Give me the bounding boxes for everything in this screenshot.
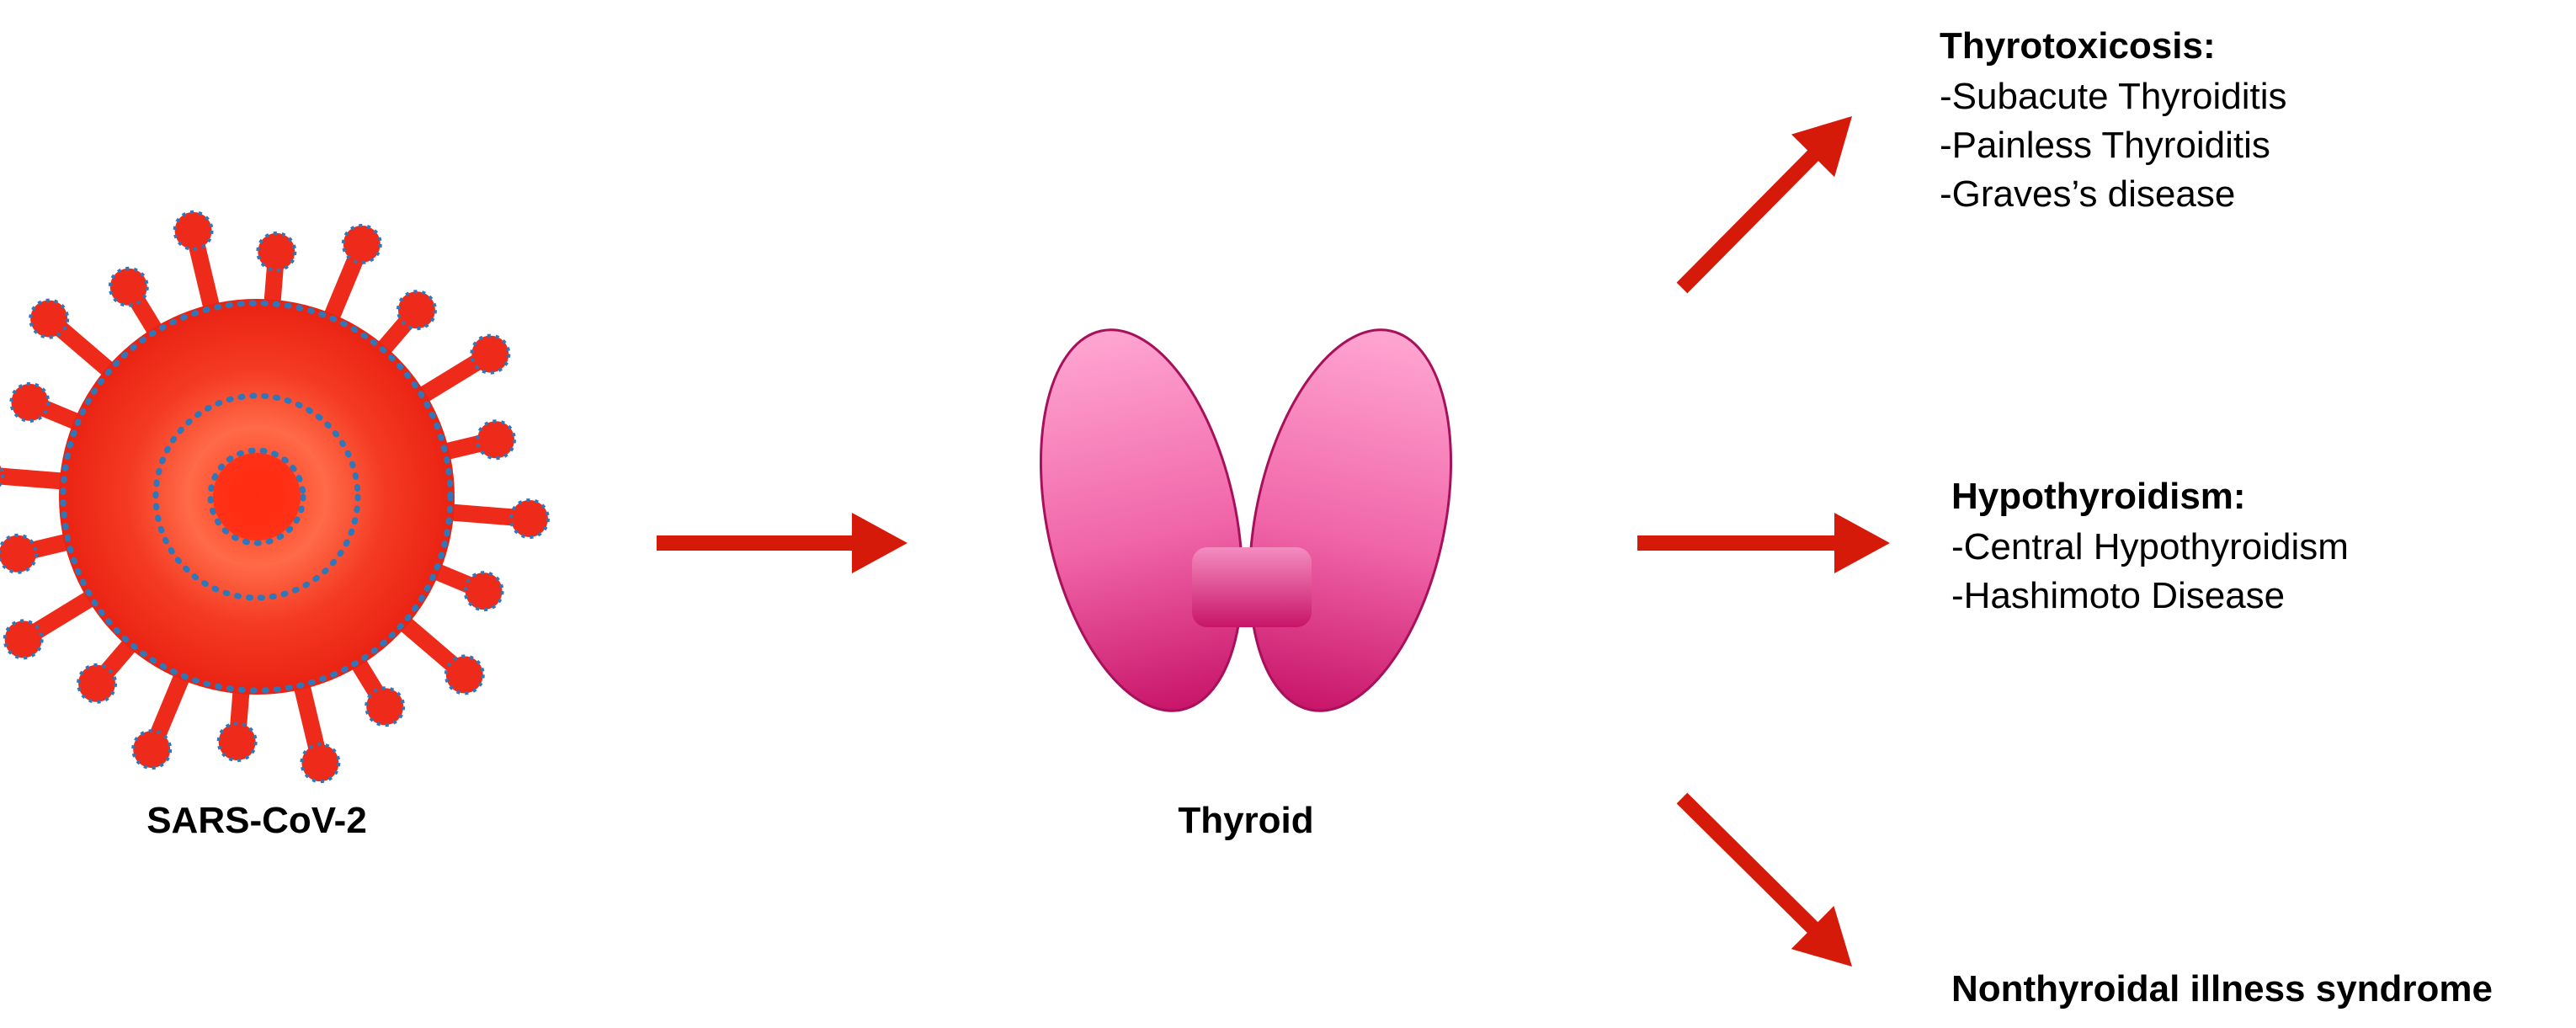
arrow-head xyxy=(852,513,907,573)
virus-spike-head xyxy=(256,231,297,272)
outcome-item: -Painless Thyroiditis xyxy=(1940,125,2270,166)
thyroid-gland-icon xyxy=(1039,328,1453,712)
virus-spike-head xyxy=(365,686,406,727)
outcome-item: -Graves’s disease xyxy=(1940,173,2236,215)
virus-spike-head xyxy=(508,498,550,539)
virus-spike-head xyxy=(77,663,118,704)
arrow-head xyxy=(1834,513,1890,573)
arrow-to-hypothyroidism xyxy=(1637,513,1890,573)
virus-caption: SARS-CoV-2 xyxy=(146,800,367,841)
sars-cov-2-virus-icon xyxy=(0,210,550,784)
virus-spike-head xyxy=(0,533,38,574)
virus-rna-rings xyxy=(60,300,454,694)
outcome-thyrotoxicosis: Thyrotoxicosis: -Subacute Thyroiditis -P… xyxy=(1940,25,2287,219)
virus-spike-head xyxy=(463,571,504,612)
virus-spike-head xyxy=(173,210,214,251)
virus-spike-head xyxy=(3,619,44,660)
virus-dotted-ring xyxy=(152,392,361,601)
virus-spike-head xyxy=(108,266,149,307)
outcome-item: -Central Hypothyroidism xyxy=(1951,526,2349,567)
outcome-nonthyroidal-illness: Nonthyroidal illness syndrome xyxy=(1951,968,2493,1015)
virus-spike-head xyxy=(341,223,382,264)
virus-spike-head xyxy=(131,729,173,770)
thyroid-caption: Thyroid xyxy=(1178,800,1314,841)
thyroid-left-lobe xyxy=(1039,328,1244,712)
outcome-hypothyroidism: Hypothyroidism: -Central Hypothyroidism … xyxy=(1951,476,2349,621)
thyroid-right-lobe xyxy=(1248,328,1453,712)
arrow-head xyxy=(1791,905,1852,967)
virus-spike-head xyxy=(216,722,258,763)
outcome-item: -Hashimoto Disease xyxy=(1951,575,2286,616)
virus-dotted-ring xyxy=(60,300,454,694)
virus-spike-head xyxy=(470,333,511,375)
virus-core xyxy=(213,453,301,541)
virus-spike-head xyxy=(396,290,437,331)
outcome-title: Nonthyroidal illness syndrome xyxy=(1951,968,2494,1009)
virus-spike-head xyxy=(444,654,485,695)
thyroid-isthmus xyxy=(1192,547,1312,627)
virus-spike-head xyxy=(476,419,517,461)
outcome-item: -Subacute Thyroiditis xyxy=(1940,76,2287,117)
virus-dotted-ring xyxy=(207,447,306,546)
virus-spike-head xyxy=(0,462,5,487)
arrow-head xyxy=(1791,116,1852,178)
arrow-to-nonthyroidal-illness xyxy=(1676,792,1852,967)
arrow-shaft xyxy=(1676,792,1821,935)
arrow-to-thyrotoxicosis xyxy=(1676,116,1852,294)
virus-spike-head xyxy=(300,743,341,784)
virus-spike-head xyxy=(29,298,70,339)
arrow-virus-to-thyroid xyxy=(657,513,907,573)
arrow-shaft xyxy=(1676,147,1821,294)
outcome-title: Thyrotoxicosis: xyxy=(1940,25,2216,67)
outcome-title: Hypothyroidism: xyxy=(1951,476,2246,517)
virus-spike-head xyxy=(9,381,51,423)
